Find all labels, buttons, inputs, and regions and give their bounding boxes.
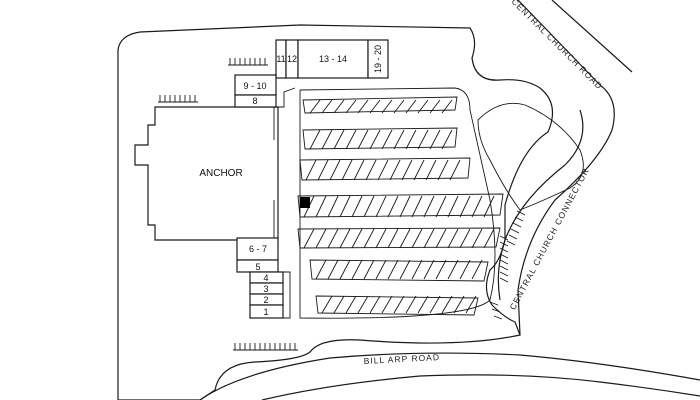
walkway-north [278, 87, 296, 108]
unit-9-10: 9 - 10 [234, 74, 277, 96]
parking-row-5 [297, 227, 501, 249]
buildings: ANCHOR 11 12 13 - 14 19 - 20 9 - 10 8 [134, 39, 389, 319]
unit-1-label: 1 [263, 307, 268, 317]
unit-13-14-label: 13 - 14 [319, 54, 347, 64]
unit-anchor-label: ANCHOR [199, 168, 242, 179]
walkway-south [283, 271, 291, 319]
unit-12: 12 [285, 39, 299, 79]
parking-row-4 [297, 193, 504, 218]
bill-arp-road-label: BILL ARP ROAD [363, 352, 440, 366]
unit-6-7: 6 - 7 [236, 237, 279, 261]
unit-12-label: 12 [287, 54, 297, 64]
bill-arp-road-north-edge [199, 352, 700, 400]
parking-row-6 [309, 259, 489, 282]
central-church-connector-label: CENTRAL CHURCH CONNECTOR [507, 166, 591, 312]
parking-lot-curb [299, 87, 496, 319]
bill-arp-road-south-edge [261, 374, 700, 400]
unit-2-label: 2 [263, 295, 268, 305]
unit-11: 11 [275, 39, 287, 79]
unit-3: 3 [249, 282, 284, 295]
parking-row-2 [302, 127, 458, 150]
unit-8-label: 8 [252, 96, 257, 106]
connector-west-edge [497, 109, 584, 301]
unit-6-7-label: 6 - 7 [249, 244, 267, 254]
unit-19-20: 19 - 20 [367, 39, 389, 79]
parking-row-3 [299, 157, 471, 181]
unit-1: 1 [249, 304, 284, 319]
unit-5-label: 5 [255, 262, 260, 272]
parking-row-1 [302, 96, 458, 114]
highlighted-stall [300, 197, 310, 208]
unit-11-label: 11 [276, 54, 285, 64]
unit-anchor: ANCHOR [134, 106, 279, 241]
unit-9-10-label: 9 - 10 [243, 81, 266, 91]
unit-4: 4 [249, 271, 284, 284]
unit-5: 5 [236, 259, 279, 273]
unit-13-14: 13 - 14 [297, 39, 369, 79]
unit-4-label: 4 [263, 273, 268, 283]
parking-rows [297, 96, 504, 316]
parking-stalls-small [158, 58, 526, 351]
parking-island-east [477, 102, 584, 211]
unit-3-label: 3 [263, 284, 268, 294]
central-church-road-east-edge [551, 0, 633, 73]
parking-row-7 [315, 295, 479, 316]
unit-8: 8 [234, 94, 277, 108]
unit-2: 2 [249, 293, 284, 306]
central-church-road-west-edge [517, 0, 601, 86]
central-church-road-label: CENTRAL CHURCH ROAD [510, 0, 605, 91]
unit-19-20-label: 19 - 20 [373, 45, 383, 73]
